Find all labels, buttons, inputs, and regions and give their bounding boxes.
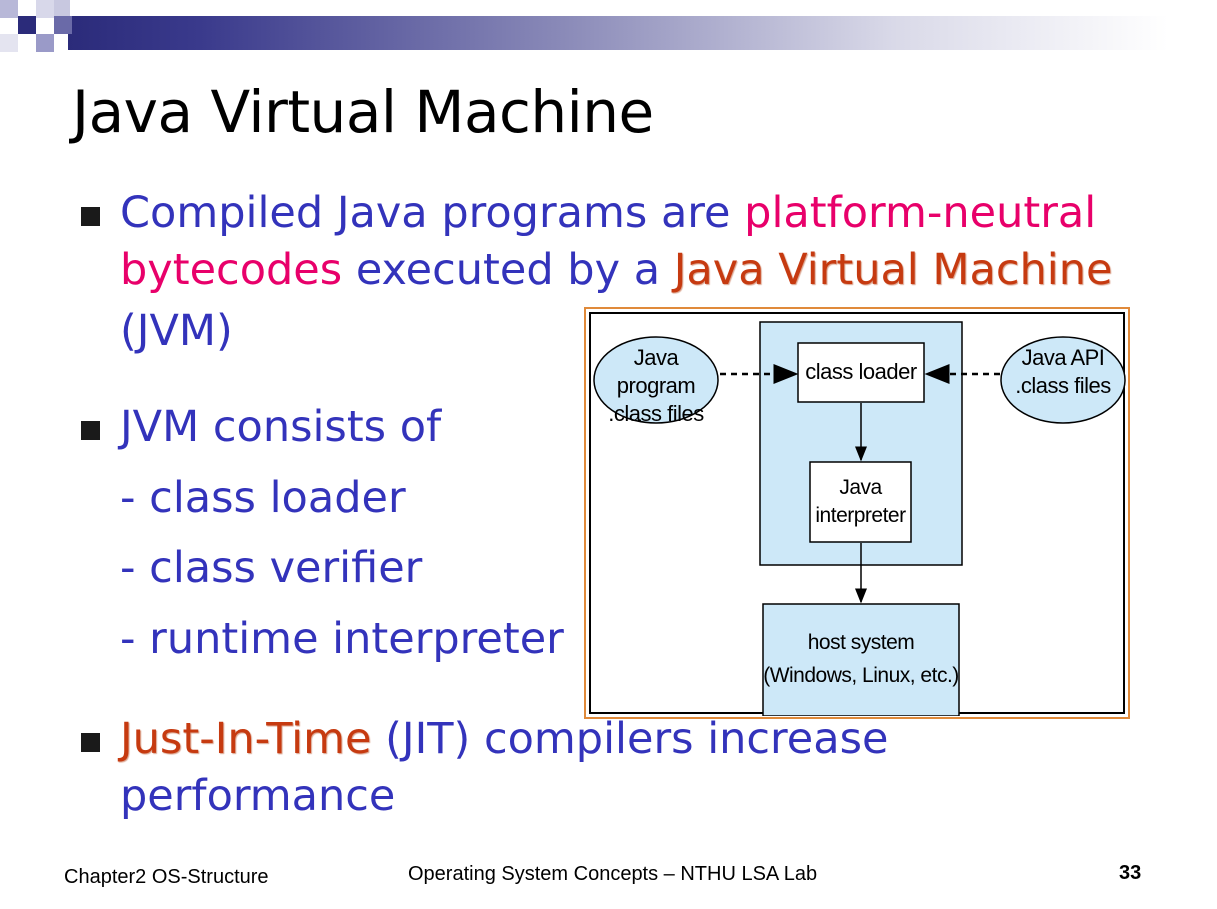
text-span: executed by a: [342, 245, 674, 295]
bullet-marker: [81, 207, 100, 226]
interpreter-line-2: interpreter: [815, 504, 906, 527]
java-api-line-1: Java API: [1021, 345, 1105, 370]
host-line-1: host system: [807, 631, 915, 654]
header-square: [54, 16, 72, 34]
interpreter-box: [809, 461, 912, 543]
java-program-line-1: Java program: [616, 345, 696, 398]
footer-chapter: Chapter2 OS-Structure: [64, 866, 269, 888]
jvm-emphasis-text: Java Virtual Machine: [673, 245, 1113, 295]
header-square: [54, 0, 70, 16]
host-system-box: [762, 603, 960, 716]
java-program-label: Java program .class files: [594, 344, 718, 428]
class-loader-label: class loader: [805, 359, 917, 384]
text-span: Compiled Java programs are: [120, 188, 745, 238]
page-number: 33: [1119, 862, 1142, 884]
class-loader-box: [797, 342, 925, 403]
header-square: [0, 0, 18, 18]
sub-item-runtime-interpreter: - runtime interpreter: [120, 614, 564, 664]
platform-neutral-text: platform-neutral: [744, 188, 1097, 238]
bullet-3-line-1: Just-In-Time (JIT) compilers increase: [120, 714, 888, 764]
host-line-2: (Windows, Linux, etc.): [763, 664, 959, 687]
bullet-3-line-2: performance: [120, 771, 396, 821]
sub-item-class-verifier: - class verifier: [120, 543, 423, 593]
header-square: [36, 34, 54, 52]
java-api-ellipse: [1000, 336, 1126, 424]
header-square: [18, 16, 36, 34]
sub-item-class-loader: - class loader: [120, 473, 406, 523]
header-gradient-bar: [68, 16, 1168, 50]
java-program-ellipse: [593, 336, 719, 424]
java-api-label: Java API .class files: [1001, 344, 1125, 400]
header-decoration: [0, 0, 1217, 52]
interpreter-label: Java interpreter: [810, 474, 911, 530]
bullet-1-line-3: (JVM): [120, 306, 233, 356]
bullet-2-line-1: JVM consists of: [120, 402, 442, 452]
footer-course: Operating System Concepts – NTHU LSA Lab: [408, 863, 818, 885]
bullet-1-line-2: bytecodes executed by a Java Virtual Mac…: [120, 245, 1112, 295]
bytecodes-text: bytecodes: [120, 245, 343, 295]
diagram-svg: [593, 321, 1126, 716]
bullet-1-line-1: Compiled Java programs are platform-neut…: [120, 188, 1096, 238]
bullet-marker: [81, 421, 100, 440]
host-system-label: host system (Windows, Linux, etc.): [761, 626, 961, 692]
slide-title: Java Virtual Machine: [72, 78, 654, 146]
text-span: (JIT) compilers increase: [371, 714, 889, 764]
diagram-frame: Java program .class files Java API .clas…: [589, 312, 1126, 716]
bullet-marker: [81, 733, 100, 752]
header-square: [36, 0, 54, 18]
jit-emphasis-text: Just-In-Time: [120, 714, 372, 764]
interpreter-line-1: Java: [839, 476, 882, 499]
java-program-line-2: .class files: [608, 401, 704, 426]
java-api-line-2: .class files: [1015, 373, 1111, 398]
header-square: [0, 34, 18, 52]
jvm-diagram: Java program .class files Java API .clas…: [584, 307, 1130, 719]
